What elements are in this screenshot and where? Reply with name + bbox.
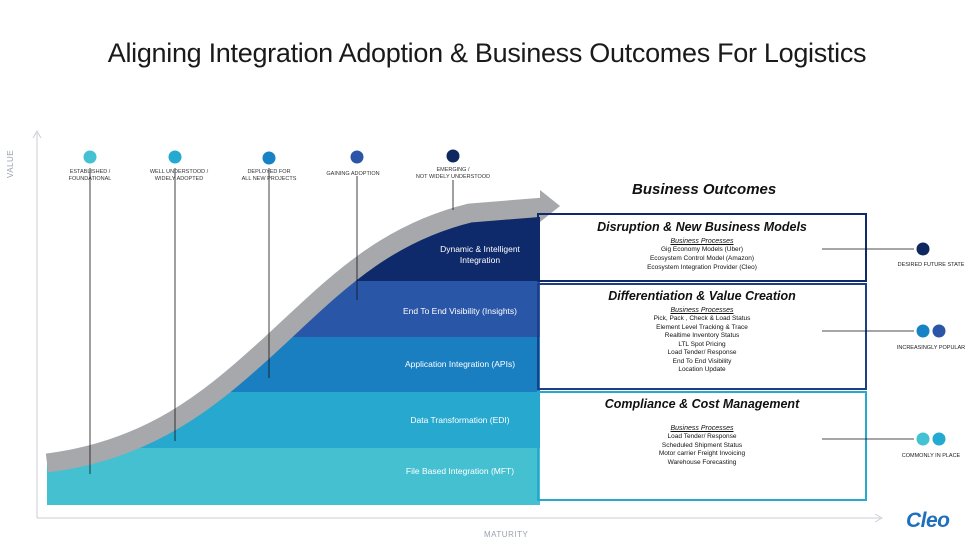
outcome-title: Differentiation & Value Creation xyxy=(608,289,796,303)
process-item: Location Update xyxy=(678,366,726,373)
band-mft xyxy=(47,448,540,505)
outcome-title: Compliance & Cost Management xyxy=(604,397,800,411)
band-label-mft: File Based Integration (MFT) xyxy=(405,466,515,476)
legend-label-deployed: DEPLOYED FOR ALL NEW PROJECTS xyxy=(241,169,297,182)
adoption-dot xyxy=(446,149,460,163)
state-label-desired: DESIRED FUTURE STATE xyxy=(897,262,965,268)
outcome-title: Disruption & New Business Models xyxy=(597,220,807,234)
band-label-apis: Application Integration (APIs) xyxy=(404,359,516,369)
state-label-common: COMMONLY IN PLACE xyxy=(901,453,961,459)
state-dot xyxy=(932,432,946,446)
process-item: End To End Visibility xyxy=(672,358,732,365)
legend-label-emerging: EMERGING / NOT WIDELY UNDERSTOOD xyxy=(415,167,491,180)
outcome-box-compliance xyxy=(537,391,867,501)
process-item: Realtime Inventory Status xyxy=(664,332,740,339)
band-label-dynamic: Dynamic & Intelligent Integration xyxy=(440,244,520,265)
band-mask xyxy=(47,200,545,458)
band-label-edi: Data Transformation (EDI) xyxy=(410,415,510,425)
process-item: Element Level Tracking & Trace xyxy=(656,324,748,331)
outcome-compliance: Compliance & Cost Management Business Pr… xyxy=(538,392,866,500)
process-heading: Business Processes xyxy=(670,307,734,314)
outcome-box-differentiation xyxy=(537,283,867,390)
adoption-dot xyxy=(168,150,182,164)
adoption-dot xyxy=(350,150,364,164)
process-item: Motor carrier Freight Invoicing xyxy=(658,450,746,457)
outcome-disruption: Disruption & New Business Models Busines… xyxy=(538,214,866,281)
legend-label-well-understood: WELL UNDERSTOOD / WIDELY ADOPTED xyxy=(149,169,209,182)
s-curve-arrow xyxy=(45,197,546,473)
cleo-logo: Cleo xyxy=(906,509,950,532)
adoption-dot xyxy=(262,151,276,165)
outcome-box-disruption xyxy=(537,213,867,282)
process-item: Ecosystem Control Model (Amazon) xyxy=(649,255,755,262)
adoption-dot xyxy=(83,150,97,164)
legend-label-gaining: GAINING ADOPTION xyxy=(326,171,380,177)
state-dot xyxy=(916,242,930,256)
process-item: Load Tender/ Response xyxy=(667,433,737,440)
process-item: Gig Economy Models (Uber) xyxy=(661,246,743,253)
slide-title: Aligning Integration Adoption & Business… xyxy=(107,38,867,68)
process-heading: Business Processes xyxy=(670,238,734,245)
state-dot xyxy=(916,324,930,338)
process-item: LTL Spot Pricing xyxy=(678,341,726,348)
process-item: Load Tender/ Response xyxy=(667,349,737,356)
y-axis-label: VALUE xyxy=(6,149,15,178)
y-axis-arrowhead xyxy=(32,129,42,139)
legend-label-established: ESTABLISHED / FOUNDATIONAL xyxy=(68,169,112,182)
state-dot xyxy=(916,432,930,446)
state-label-popular: INCREASINGLY POPULAR xyxy=(896,345,966,351)
outcome-differentiation: Differentiation & Value Creation Busines… xyxy=(538,284,866,389)
process-item: Pick, Pack , Check & Load Status xyxy=(653,315,751,322)
process-item: Warehouse Forecasting xyxy=(667,459,737,466)
process-item: Ecosystem Integration Provider (Cleo) xyxy=(647,264,757,271)
business-outcomes-heading: Business Outcomes xyxy=(632,181,777,198)
band-label-visibility: End To End Visibility (Insights) xyxy=(402,306,518,316)
state-dot xyxy=(932,324,946,338)
x-axis-label: MATURITY xyxy=(484,530,529,539)
process-item: Scheduled Shipment Status xyxy=(661,442,743,449)
process-heading: Business Processes xyxy=(670,425,734,432)
x-axis-arrowhead xyxy=(874,513,884,523)
